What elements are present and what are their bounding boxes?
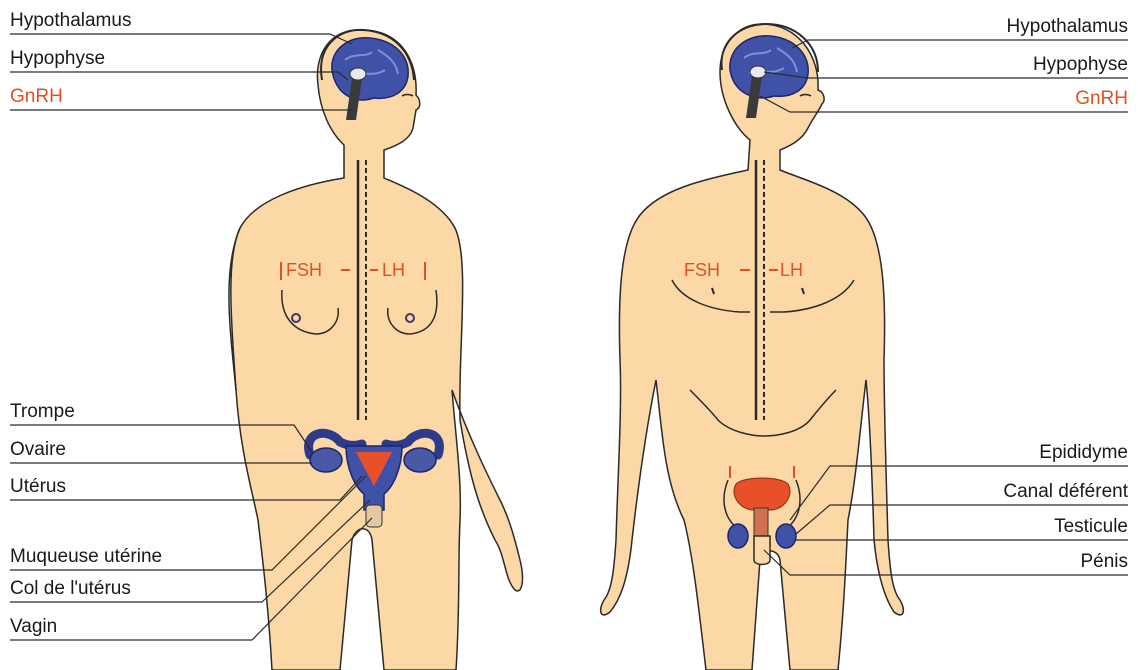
label-vagin: Vagin — [10, 616, 57, 638]
label-uterus: Utérus — [10, 476, 66, 498]
penis-shape — [754, 536, 770, 565]
label-ovaire: Ovaire — [10, 439, 66, 461]
label-female-hypothalamus: Hypothalamus — [10, 10, 131, 32]
label-female-gnrh: GnRH — [10, 86, 63, 108]
label-epididyme: Epididyme — [1039, 442, 1128, 464]
label-muqueuse-uterine: Muqueuse utérine — [10, 546, 162, 568]
label-female-lh: LH — [382, 260, 405, 280]
label-female-fsh: FSH — [286, 260, 322, 280]
label-testicule: Testicule — [1054, 516, 1128, 538]
testicle-left — [728, 524, 748, 548]
seminal-organs — [734, 478, 790, 510]
ovary-left — [310, 448, 342, 472]
label-male-hypophyse: Hypophyse — [1033, 54, 1128, 76]
label-canal-deferent: Canal déférent — [1003, 481, 1128, 503]
label-male-gnrh: GnRH — [1075, 88, 1128, 110]
ovary-right — [404, 448, 436, 472]
label-trompe: Trompe — [10, 401, 75, 423]
testicle-right — [776, 524, 796, 548]
label-male-fsh: FSH — [684, 260, 720, 280]
male-body — [601, 24, 904, 670]
leader-lines — [10, 34, 1128, 640]
label-col-uterus: Col de l'utérus — [10, 578, 131, 600]
label-female-hypophyse: Hypophyse — [10, 48, 105, 70]
label-male-lh: LH — [780, 260, 803, 280]
female-body — [231, 30, 523, 670]
female-figure — [229, 30, 523, 670]
label-male-hypothalamus: Hypothalamus — [1007, 16, 1128, 38]
male-figure — [601, 24, 904, 670]
label-penis: Pénis — [1080, 551, 1128, 573]
